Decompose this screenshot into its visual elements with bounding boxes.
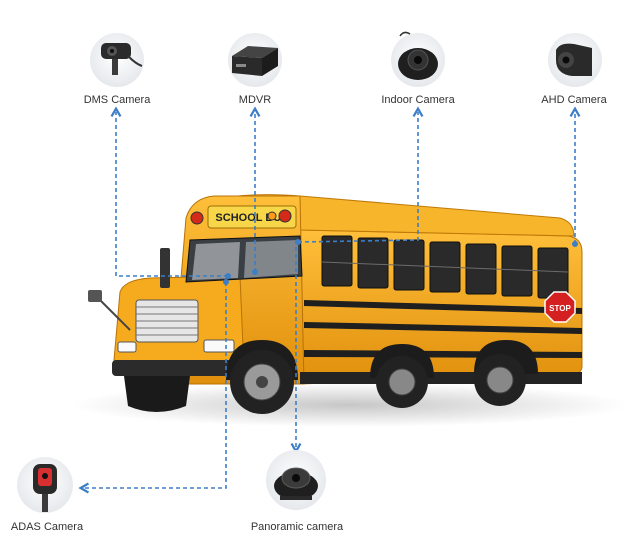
label-mdvr: MDVR (238, 94, 272, 106)
mount-points (223, 239, 578, 285)
mdvr-icon (228, 33, 282, 87)
ahd-camera-icon (548, 33, 602, 87)
label-indoor-camera: Indoor Camera (381, 94, 455, 106)
label-dms-camera: DMS Camera (83, 94, 151, 106)
connector-dms (116, 112, 228, 277)
rear-wheel-1 (370, 344, 434, 408)
front-wheel (226, 340, 298, 414)
rear-wheel-2 (474, 340, 538, 406)
bus-grille (135, 299, 199, 343)
front-left-wheel (124, 376, 190, 412)
stop-sign: STOP (544, 291, 576, 323)
label-panoramic-camera: Panoramic camera (250, 521, 344, 533)
stop-sign-text: STOP (549, 304, 571, 313)
side-windows (321, 235, 569, 299)
connector-adas (84, 282, 227, 488)
panoramic-dome-camera-icon (266, 450, 326, 510)
connector-indoor (297, 112, 418, 243)
dms-camera-icon (90, 33, 144, 87)
label-adas-camera: ADAS Camera (10, 521, 84, 533)
adas-camera-icon (17, 457, 73, 513)
school-bus: SCHOOL BUS STOP (70, 194, 624, 427)
label-ahd-camera: AHD Camera (541, 94, 607, 106)
dome-camera-icon (391, 31, 445, 87)
school-bus-sign-text: SCHOOL BUS (215, 212, 288, 224)
connector-lines (84, 112, 575, 488)
